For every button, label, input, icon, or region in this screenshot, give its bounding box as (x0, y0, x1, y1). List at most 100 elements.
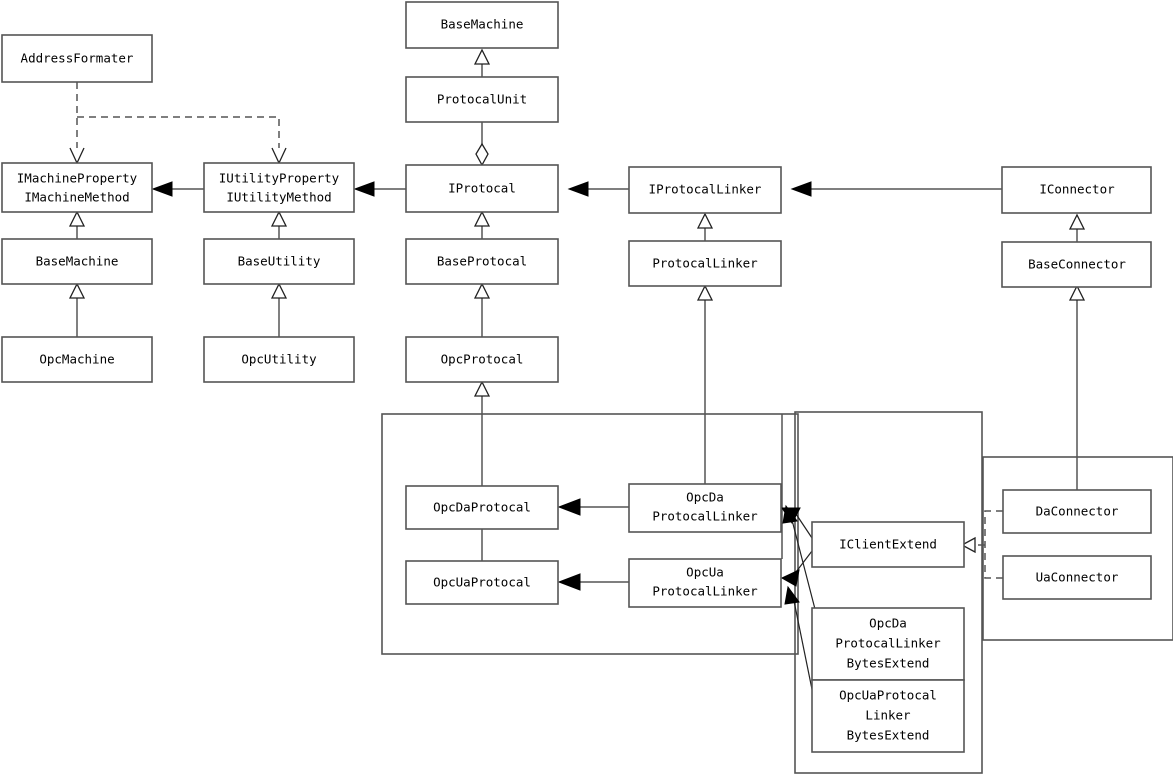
class-box-base-machine-left[interactable] (1, 238, 153, 285)
class-box-base-machine-top[interactable] (405, 1, 559, 49)
class-label-base-protocal: BaseProtocal (437, 254, 527, 269)
arrowhead-triangle-basemachine-top (473, 48, 491, 65)
class-box-da-connector[interactable] (1002, 489, 1152, 534)
class-opc-ua-protocal[interactable]: OpcUaProtocal (405, 560, 559, 605)
arrowhead-triangle-imachineproperty (68, 210, 86, 227)
class-label-da-connector: DaConnector (1036, 504, 1119, 519)
arrowhead-filled-opcualinker-2 (784, 585, 800, 605)
class-label-opc-ua-bytes-extend-2: Linker (865, 708, 911, 723)
class-label-address-formater: AddressFormater (21, 51, 134, 66)
class-box-iutility-property[interactable] (203, 162, 355, 213)
class-base-machine-top[interactable]: BaseMachine (405, 1, 559, 49)
class-address-formater[interactable]: AddressFormater (1, 34, 153, 83)
class-label-base-utility: BaseUtility (238, 254, 321, 269)
class-iprotocal[interactable]: IProtocal (405, 164, 559, 213)
class-box-ua-connector[interactable] (1002, 555, 1152, 600)
class-label-iutility-property-2: IUtilityMethod (226, 190, 331, 205)
arrowhead-triangle-opcprotocal-da (473, 380, 491, 397)
arrowhead-diamond-iprotocal (475, 142, 489, 167)
arrowhead-filled-iprotocal (567, 181, 589, 197)
class-box-protocal-linker[interactable] (628, 240, 782, 287)
arrowhead-filled-iprotocallinker (790, 181, 812, 197)
class-box-opc-protocal[interactable] (405, 336, 559, 383)
class-protocal-linker[interactable]: ProtocalLinker (628, 240, 782, 287)
class-box-base-protocal[interactable] (405, 238, 559, 285)
class-opc-da-bytes-extend[interactable]: OpcDa ProtocalLinker BytesExtend (811, 607, 965, 681)
edge-dabytesextend-to-opcdalinker (791, 519, 817, 614)
class-label-opc-ua-protocal-linker-2: ProtocalLinker (652, 584, 758, 599)
class-label-opc-da-bytes-extend-1: OpcDa (869, 616, 907, 631)
group-extend-group (794, 411, 983, 774)
class-opc-ua-protocal-linker[interactable]: OpcUa ProtocalLinker (628, 558, 782, 608)
class-label-base-machine-left: BaseMachine (36, 254, 119, 269)
class-base-machine-left[interactable]: BaseMachine (1, 238, 153, 285)
class-label-opc-machine: OpcMachine (39, 352, 114, 367)
class-label-opc-ua-bytes-extend-1: OpcUaProtocal (839, 688, 937, 703)
class-label-opc-ua-protocal: OpcUaProtocal (433, 575, 531, 590)
class-opc-da-protocal[interactable]: OpcDaProtocal (405, 485, 559, 530)
class-base-utility[interactable]: BaseUtility (203, 238, 355, 285)
class-box-opc-machine[interactable] (1, 336, 153, 383)
class-box-opc-da-protocal-linker[interactable] (628, 483, 782, 533)
class-box-iclient-extend[interactable] (811, 521, 965, 568)
class-opc-machine[interactable]: OpcMachine (1, 336, 153, 383)
class-iutility-property[interactable]: IUtilityProperty IUtilityMethod (203, 162, 355, 213)
class-label-opc-da-protocal: OpcDaProtocal (433, 500, 531, 515)
arrowhead-triangle-iclientextend (960, 536, 976, 554)
class-label-opc-ua-bytes-extend-3: BytesExtend (847, 728, 930, 743)
class-label-base-connector: BaseConnector (1028, 257, 1126, 272)
arrowhead-filled-opcdalinker-2 (782, 504, 798, 524)
class-box-opc-da-bytes-extend[interactable] (811, 607, 965, 681)
class-label-imachine-property-2: IMachineMethod (24, 190, 129, 205)
class-box-base-connector[interactable] (1001, 241, 1152, 288)
class-box-opc-ua-protocal[interactable] (405, 560, 559, 605)
edge-addressformater-iutilityproperty (77, 116, 280, 160)
class-label-ua-connector: UaConnector (1036, 570, 1119, 585)
arrowhead-filled-iutilityproperty (353, 181, 375, 197)
edge-iclientextend-to-opcdalinker (795, 513, 813, 539)
class-box-base-utility[interactable] (203, 238, 355, 285)
class-iclient-extend[interactable]: IClientExtend (811, 521, 965, 568)
edge-iclientextend-to-opcualinker (795, 550, 813, 573)
class-label-iprotocal: IProtocal (448, 181, 516, 196)
class-box-iprotocal-linker[interactable] (628, 166, 782, 214)
arrowhead-triangle-iconnector (1068, 213, 1086, 230)
class-iprotocal-linker[interactable]: IProtocalLinker (628, 166, 782, 214)
class-box-opc-da-protocal[interactable] (405, 485, 559, 530)
class-box-imachine-property[interactable] (1, 162, 153, 213)
edge-uaconnector-to-iclientextend (984, 545, 1003, 579)
arrowhead-triangle-baseutility (270, 282, 288, 299)
class-box-address-formater[interactable] (1, 34, 153, 83)
group-connector-group (982, 456, 1173, 641)
class-opc-ua-bytes-extend[interactable]: OpcUaProtocal Linker BytesExtend (811, 679, 965, 753)
class-opc-protocal[interactable]: OpcProtocal (405, 336, 559, 383)
class-label-base-machine-top: BaseMachine (441, 17, 524, 32)
class-box-opc-utility[interactable] (203, 336, 355, 383)
arrowhead-triangle-protocallinker (696, 284, 714, 301)
class-base-protocal[interactable]: BaseProtocal (405, 238, 559, 285)
class-da-connector[interactable]: DaConnector (1002, 489, 1152, 534)
class-label-protocal-linker: ProtocalLinker (652, 256, 758, 271)
class-label-iutility-property-1: IUtilityProperty (219, 171, 340, 186)
class-label-iconnector: IConnector (1039, 182, 1115, 197)
class-imachine-property[interactable]: IMachineProperty IMachineMethod (1, 162, 153, 213)
class-ua-connector[interactable]: UaConnector (1002, 555, 1152, 600)
edge-daconnector-to-iclientextend (984, 510, 1003, 545)
class-label-opc-da-bytes-extend-2: ProtocalLinker (835, 636, 941, 651)
class-protocal-unit[interactable]: ProtocalUnit (405, 76, 559, 123)
class-iconnector[interactable]: IConnector (1001, 166, 1152, 214)
class-box-iprotocal[interactable] (405, 164, 559, 213)
class-label-opc-da-bytes-extend-3: BytesExtend (847, 656, 930, 671)
class-opc-utility[interactable]: OpcUtility (203, 336, 355, 383)
class-base-connector[interactable]: BaseConnector (1001, 241, 1152, 288)
class-label-opc-ua-protocal-linker-1: OpcUa (686, 565, 724, 580)
class-box-protocal-unit[interactable] (405, 76, 559, 123)
class-box-opc-ua-protocal-linker[interactable] (628, 558, 782, 608)
class-opc-da-protocal-linker[interactable]: OpcDa ProtocalLinker (628, 483, 782, 533)
arrowhead-filled-imachineproperty (151, 181, 173, 197)
class-box-iconnector[interactable] (1001, 166, 1152, 214)
arrowhead-triangle-iprotocal-gen (473, 210, 491, 227)
class-label-opc-da-protocal-linker-2: ProtocalLinker (652, 509, 758, 524)
class-box-opc-ua-bytes-extend[interactable] (811, 679, 965, 753)
